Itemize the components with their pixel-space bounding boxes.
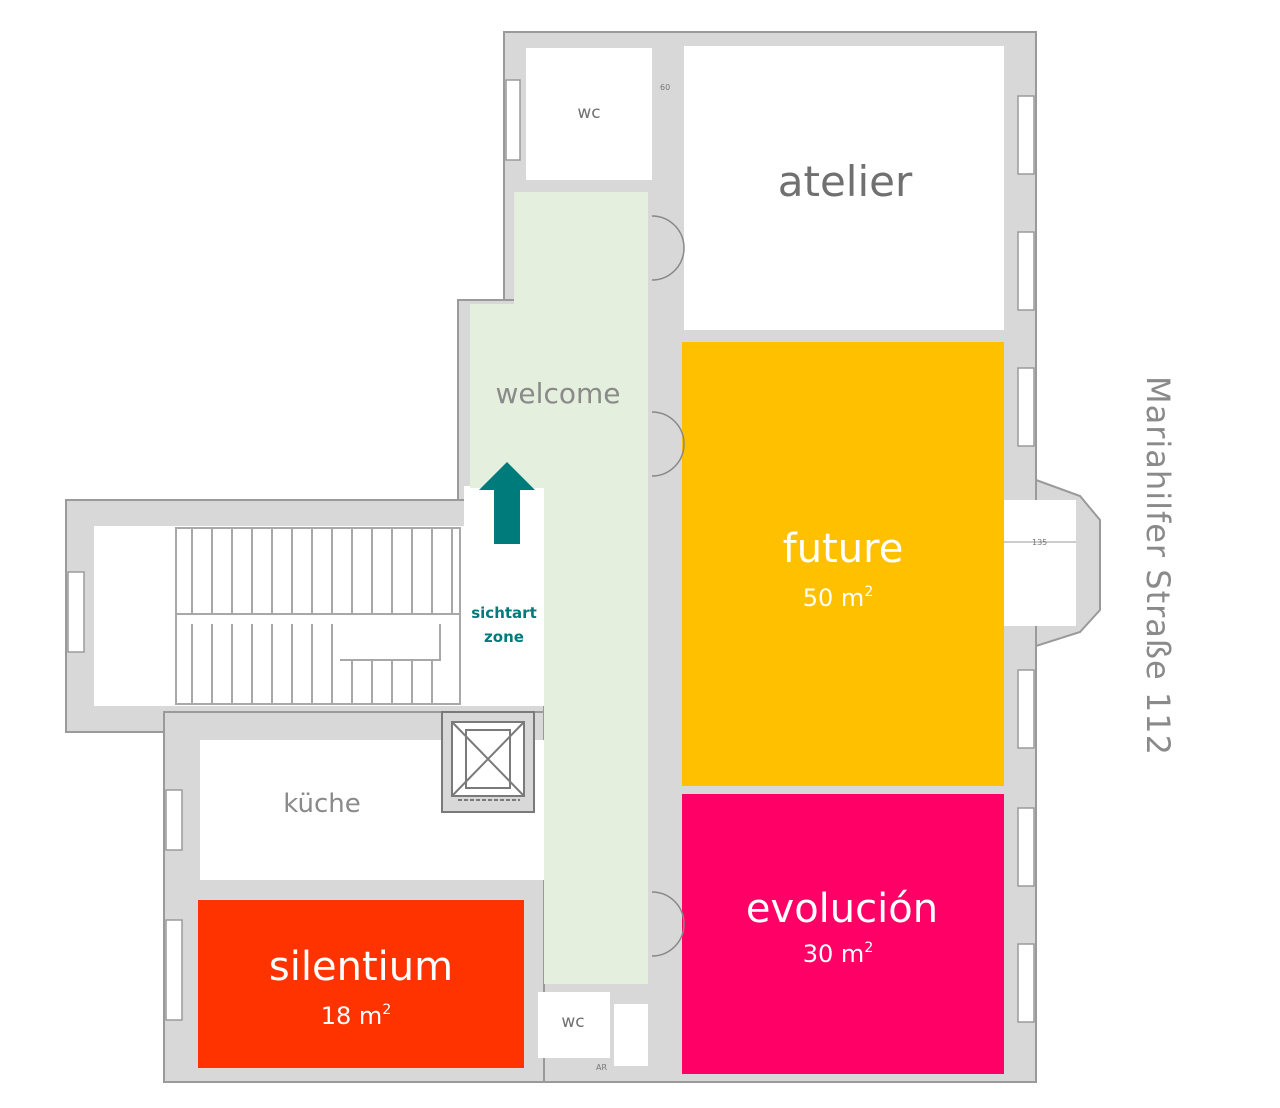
evolucion-area: 30 m2 [803, 940, 873, 968]
street-address-label: Mariahilfer Straße 112 [1128, 376, 1188, 756]
zone-label-line2: zone [484, 628, 524, 646]
room-evolucion [682, 794, 1004, 1074]
room-future [682, 342, 1004, 786]
evolucion-label: evolución [746, 886, 938, 932]
silentium-label: silentium [269, 944, 453, 990]
kueche-label: küche [283, 789, 361, 819]
zone-label-line1: sichtart [471, 604, 537, 622]
windows [67, 79, 1035, 1023]
bay-dimension-label: 135 [1032, 538, 1047, 547]
street-text: Mariahilfer Straße 112 [1139, 376, 1177, 756]
wc-top-label: wc [577, 103, 600, 123]
stairs-icon [175, 527, 461, 705]
corridor-welcome [470, 192, 648, 984]
top-dimension-label: 60 [660, 83, 670, 92]
bottom-dimension-label: AR [596, 1063, 607, 1072]
door-swing-icon [651, 215, 685, 957]
atelier-label: atelier [778, 157, 913, 206]
welcome-label: welcome [496, 377, 621, 410]
future-label: future [783, 526, 904, 572]
future-area: 50 m2 [803, 584, 873, 612]
elevator-icon [441, 711, 535, 813]
room-silentium [198, 900, 524, 1068]
wc-bottom-label: wc [561, 1012, 584, 1032]
silentium-area: 18 m2 [321, 1002, 391, 1030]
arrow-up-icon [479, 462, 535, 544]
bay-window: 135 [1004, 478, 1101, 648]
